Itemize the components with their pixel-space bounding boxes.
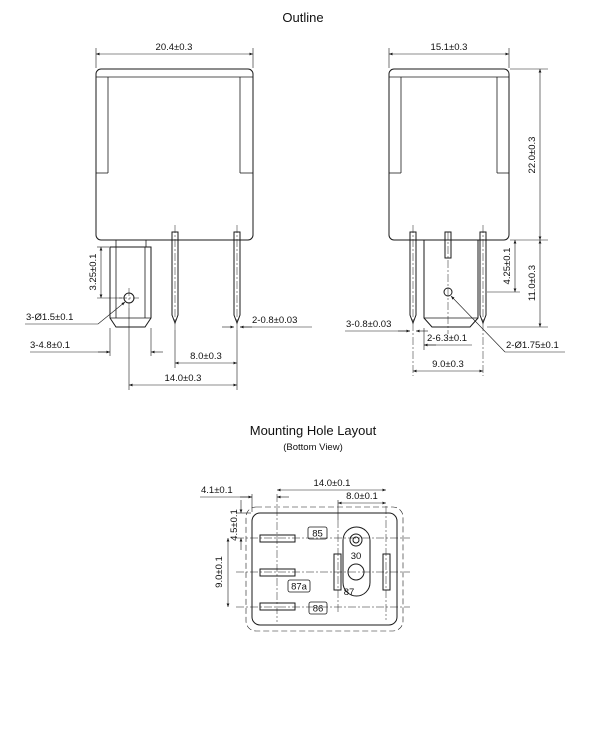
slot-85 [259,534,296,543]
front-pin-thin-right [233,231,241,325]
side-pin-right [479,231,487,325]
dim-side-height: 22.0±0.3 [527,137,538,174]
pin-label-85: 85 [312,529,323,540]
dim-side-pin-mid: 2-6.3±0.1 [427,333,467,344]
bottom-view-label: (Bottom View) [283,442,342,453]
front-body [95,68,254,241]
dim-front-pin-thin: 2-0.8±0.03 [252,315,297,326]
mounting-layout: 85 30 87a 87 86 14.0±0.1 8.0±0.1 4.1±0.1… [200,478,410,632]
pin-label-30: 30 [351,551,362,562]
side-pin-middle [444,231,452,259]
dim-pitch-8: 8.0±0.3 [190,351,222,362]
front-pin-thin-left [171,231,179,325]
dim-pitch-14: 14.0±0.3 [165,373,202,384]
mounting-title: Mounting Hole Layout [250,423,377,438]
side-body [388,68,510,241]
dim-front-width: 20.4±0.3 [156,42,193,53]
front-view: 20.4±0.3 3.25±0.1 3-Ø1.5±0.1 3-4.8±0.1 2… [25,42,312,390]
pin-30-87-capsule [342,526,371,597]
dim-side-pin-thin: 3-0.8±0.03 [346,319,391,330]
dim-side-width: 15.1±0.3 [431,42,468,53]
pin-87-hole [347,563,365,581]
mount-outline-dashed [245,506,404,632]
dim-mount-14: 14.0±0.1 [314,478,351,489]
side-pin-left [409,231,417,325]
pin-label-87: 87 [344,587,355,598]
dim-mount-41: 4.1±0.1 [201,485,233,496]
pin-label-86: 86 [313,604,324,615]
slot-right [382,553,391,591]
dim-side-pin-len: 4.25±0.1 [502,248,513,285]
dim-mount-45: 4.5±0.1 [229,509,240,541]
mount-outline [251,512,398,626]
dim-side-pitch: 9.0±0.3 [432,359,464,370]
outline-title: Outline [282,10,323,25]
side-view: 15.1±0.3 22.0±0.3 4.25±0.1 11.0±0.3 3-0.… [345,42,565,376]
pin-label-87a: 87a [291,582,308,593]
slot-center [333,553,342,591]
dim-pin-width: 3-4.8±0.1 [30,340,70,351]
side-pin-block [423,240,479,328]
dim-hole-dia: 3-Ø1.5±0.1 [26,312,73,323]
slot-87a [259,568,296,577]
dim-pin-hole-height: 3.25±0.1 [88,254,99,291]
slot-86 [259,602,296,611]
dim-side-hole-dia: 2-Ø1.75±0.1 [506,340,559,351]
dim-mount-9: 9.0±0.1 [214,556,225,588]
pin-30-hole [349,533,363,547]
dim-side-pin-total: 11.0±0.3 [527,265,538,301]
dim-mount-8: 8.0±0.1 [346,491,378,502]
